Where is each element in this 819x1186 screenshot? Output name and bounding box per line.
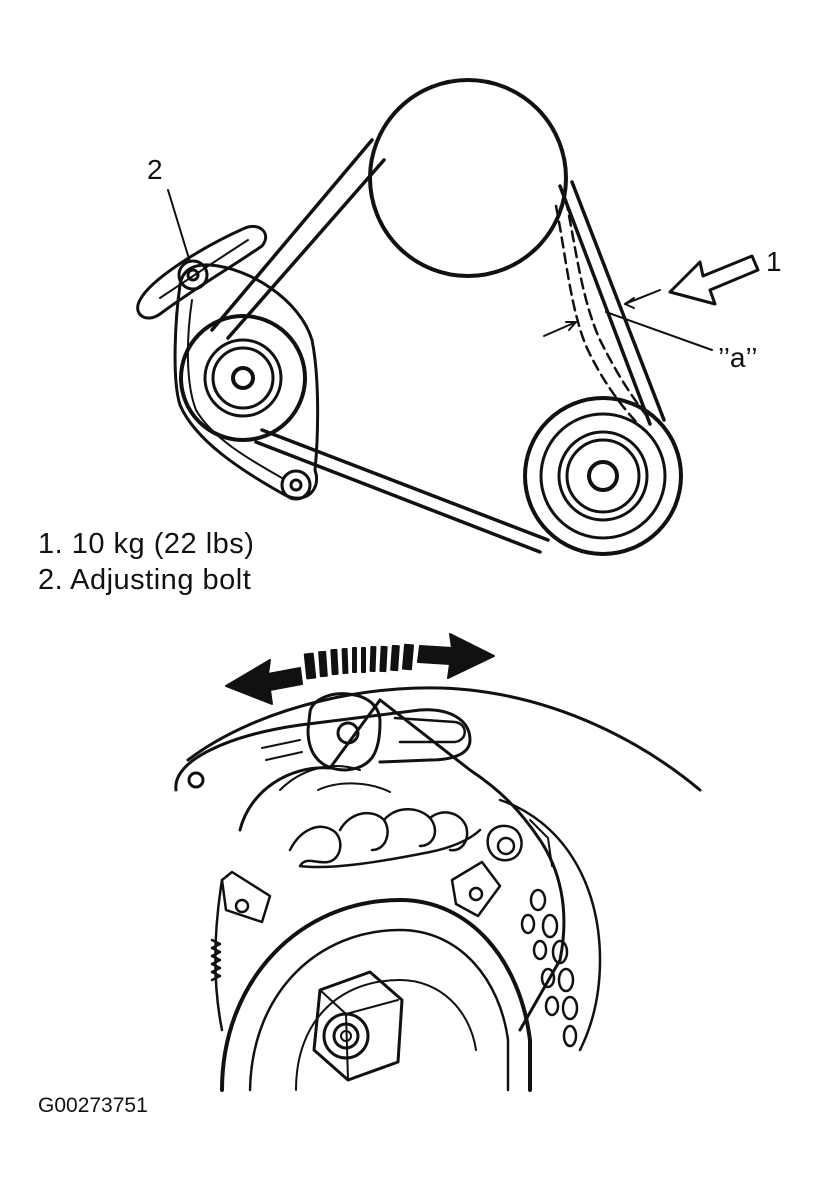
double-arrow-icon: [226, 634, 494, 704]
adjusting-bolt: [179, 261, 207, 289]
callout-2: 2: [147, 154, 163, 185]
legend-item-2: 2. Adjusting bolt: [38, 564, 252, 596]
legend-item-1: 1. 10 kg (22 lbs): [38, 528, 255, 560]
callout-2-leader: [168, 190, 190, 262]
deflected-belt: [556, 200, 650, 424]
alternator-vents: [290, 783, 480, 867]
bracket-plate: [176, 710, 470, 790]
drive-belt: [212, 140, 664, 552]
alternator-housing: [175, 265, 318, 498]
pivot-bolt: [282, 471, 310, 499]
callout-a: ’’a’’: [718, 342, 758, 373]
left-fins: [212, 880, 222, 1030]
alternator-pulley: [181, 316, 305, 440]
force-arrow-icon: [670, 256, 758, 304]
cooling-fins: [500, 800, 600, 1050]
alternator-front-pulley: [222, 900, 530, 1090]
alternator-detail-bottom: [176, 634, 700, 1090]
pulley-nut: [314, 972, 402, 1080]
water-pump-pulley: [525, 398, 681, 554]
mounting-ears: [222, 820, 552, 922]
engine-cover-arc: [188, 688, 700, 790]
alternator-body: [240, 700, 564, 1030]
figure-id: G00273751: [38, 1094, 148, 1117]
top-pulley: [370, 80, 566, 276]
callout-1: 1: [766, 246, 782, 277]
bracket-bolt: [308, 694, 380, 770]
deflection-measurement: [544, 290, 712, 350]
belt-layout-top: [138, 80, 758, 554]
